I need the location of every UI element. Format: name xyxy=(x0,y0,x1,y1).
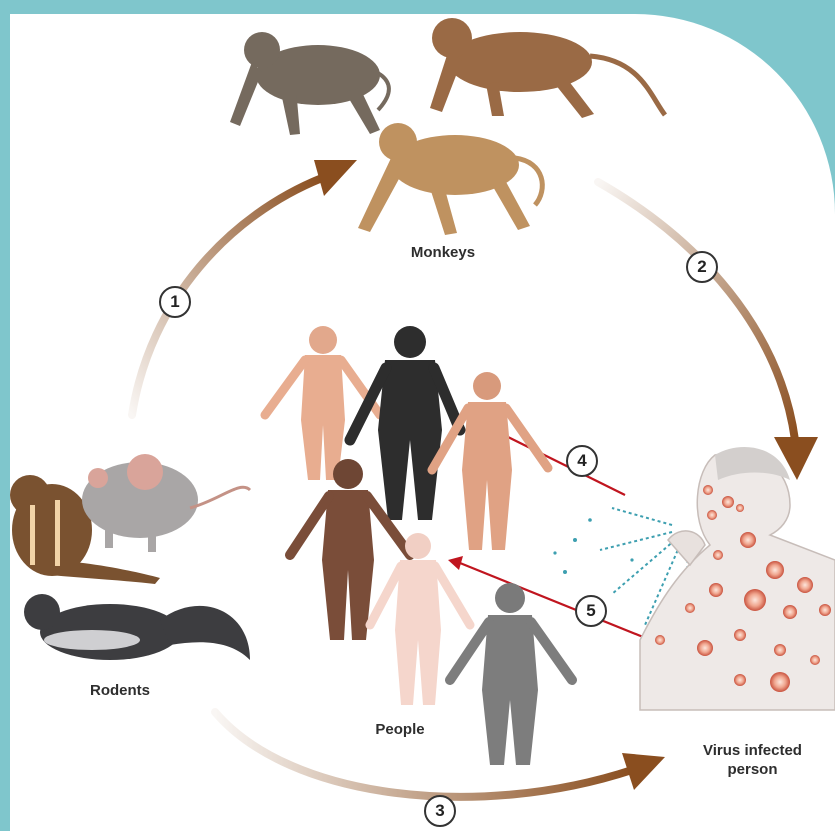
monkeys-label: Monkeys xyxy=(388,244,498,261)
monkey-gray xyxy=(230,32,389,135)
people-label: People xyxy=(350,721,450,738)
arrow-rodents-to-infected-head xyxy=(622,753,665,790)
arrow-monkeys-to-infected xyxy=(598,182,795,440)
squirrel xyxy=(24,594,250,660)
arrow-contact-4 xyxy=(500,433,625,495)
infected-person-label: Virus infected person xyxy=(680,741,825,779)
person-gray xyxy=(450,583,572,765)
monkey-tan xyxy=(358,123,542,235)
infected-person xyxy=(640,447,835,710)
rodents-label: Rodents xyxy=(70,682,170,699)
arrow-rodents-to-monkeys-head xyxy=(314,160,357,196)
rat xyxy=(82,454,250,552)
step-3-badge: 3 xyxy=(424,795,456,827)
step-5-badge: 5 xyxy=(575,595,607,627)
step-2-badge: 2 xyxy=(686,251,718,283)
step-1-badge: 1 xyxy=(159,286,191,318)
step-4-badge: 4 xyxy=(566,445,598,477)
monkey-brown xyxy=(430,18,665,118)
arrow-contact-5-head xyxy=(448,556,463,570)
